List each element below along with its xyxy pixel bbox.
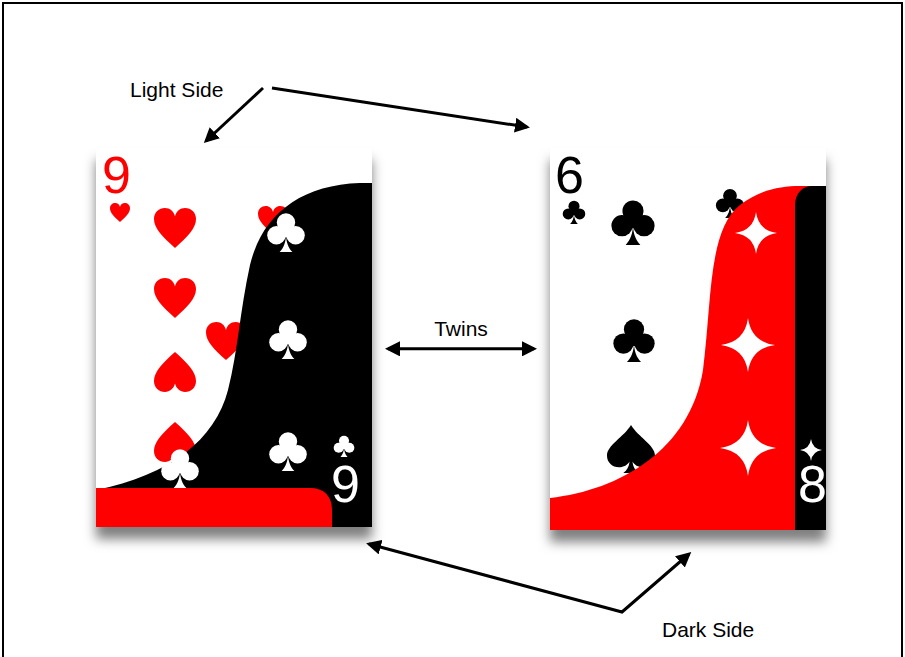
club-pip bbox=[267, 213, 305, 252]
dark-region bbox=[96, 183, 372, 527]
left-card-art bbox=[96, 148, 372, 527]
callout-label: Light Side bbox=[128, 77, 225, 102]
club-pip bbox=[161, 449, 199, 488]
club-index bbox=[334, 436, 355, 457]
club-pip bbox=[269, 432, 307, 471]
heart-pip bbox=[154, 278, 196, 318]
card-index: 9 bbox=[331, 458, 360, 510]
club-pip bbox=[611, 200, 654, 245]
card-face bbox=[550, 148, 826, 530]
playing-card: 68 bbox=[550, 148, 829, 530]
double-arrow bbox=[388, 347, 534, 350]
card-shadow bbox=[550, 148, 826, 530]
club-index bbox=[563, 201, 586, 224]
club-pip bbox=[613, 319, 654, 362]
playing-card: 99 bbox=[96, 148, 372, 527]
heart-pip bbox=[110, 203, 130, 222]
star-pip bbox=[720, 420, 776, 476]
card-index: 8 bbox=[798, 458, 827, 510]
club-pip bbox=[269, 320, 307, 359]
star-pip bbox=[735, 212, 777, 254]
red-region bbox=[550, 186, 826, 530]
callout-label: Dark Side bbox=[660, 617, 756, 642]
outer-frame bbox=[3, 3, 902, 657]
card-shadow bbox=[96, 148, 372, 527]
dark-strip bbox=[795, 186, 826, 530]
card-face bbox=[96, 148, 372, 527]
leader-arrow bbox=[272, 88, 527, 127]
right-card-art bbox=[550, 148, 826, 530]
red-band bbox=[96, 488, 332, 527]
heart-pip bbox=[154, 352, 196, 392]
edge-label: Twins bbox=[432, 316, 490, 341]
card-index: 6 bbox=[555, 149, 584, 201]
card-index: 9 bbox=[102, 149, 131, 201]
heart-pip bbox=[154, 208, 196, 248]
leader-arrow bbox=[369, 544, 689, 612]
star-pip bbox=[721, 318, 775, 372]
